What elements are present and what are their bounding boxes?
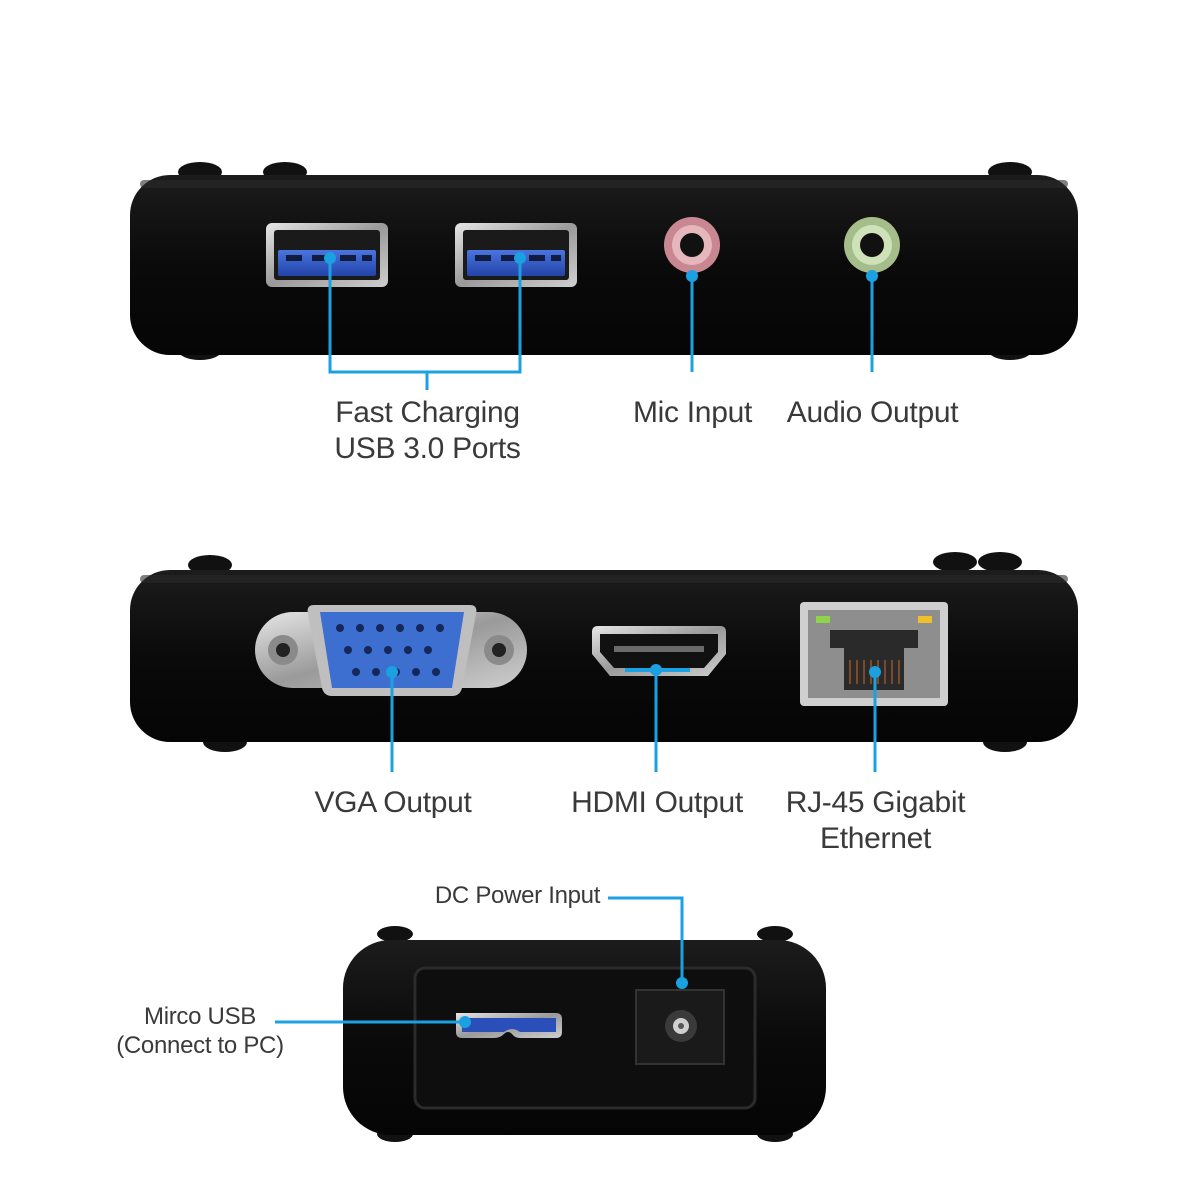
dc-jack-icon [635,989,725,1065]
callout-audio-output [866,270,878,372]
callout-hdmi-output [625,664,690,772]
callout-dc-power [608,896,684,983]
label-rj45: RJ-45 Gigabit Ethernet [768,785,983,857]
callout-vga-output [386,666,398,772]
label-audio-output: Audio Output [786,396,959,429]
label-micro-usb-line2: (Connect to PC) [116,1031,284,1059]
device-side-panel [343,926,826,1142]
label-vga-output: VGA Output [314,786,472,819]
label-rj45-line1: RJ-45 Gigabit [785,786,966,819]
label-hdmi-output: HDMI Output [571,786,743,819]
hdmi-port-icon [592,626,726,676]
callout-micro-usb [275,1016,471,1028]
device-front-panel [130,162,1078,360]
label-usb-ports-line2: USB 3.0 Ports [334,432,521,465]
label-micro-usb-line1: Mirco USB [144,1003,256,1030]
callout-mic-input [686,270,698,372]
mic-jack-icon [664,217,720,273]
vga-port-icon [255,605,527,696]
callout-rj45 [869,666,881,772]
label-dc-power-input: DC Power Input [434,882,601,909]
audio-jack-icon [844,217,900,273]
label-rj45-line2: Ethernet [819,822,931,855]
label-usb-ports-line1: Fast Charging [335,396,520,429]
label-usb-ports: Fast Charging USB 3.0 Ports [305,395,550,467]
label-micro-usb: Mirco USB (Connect to PC) [100,1003,300,1061]
micro-usb-port-icon [456,1013,562,1038]
callout-usb-ports [328,258,522,390]
label-mic-input: Mic Input [632,396,752,429]
